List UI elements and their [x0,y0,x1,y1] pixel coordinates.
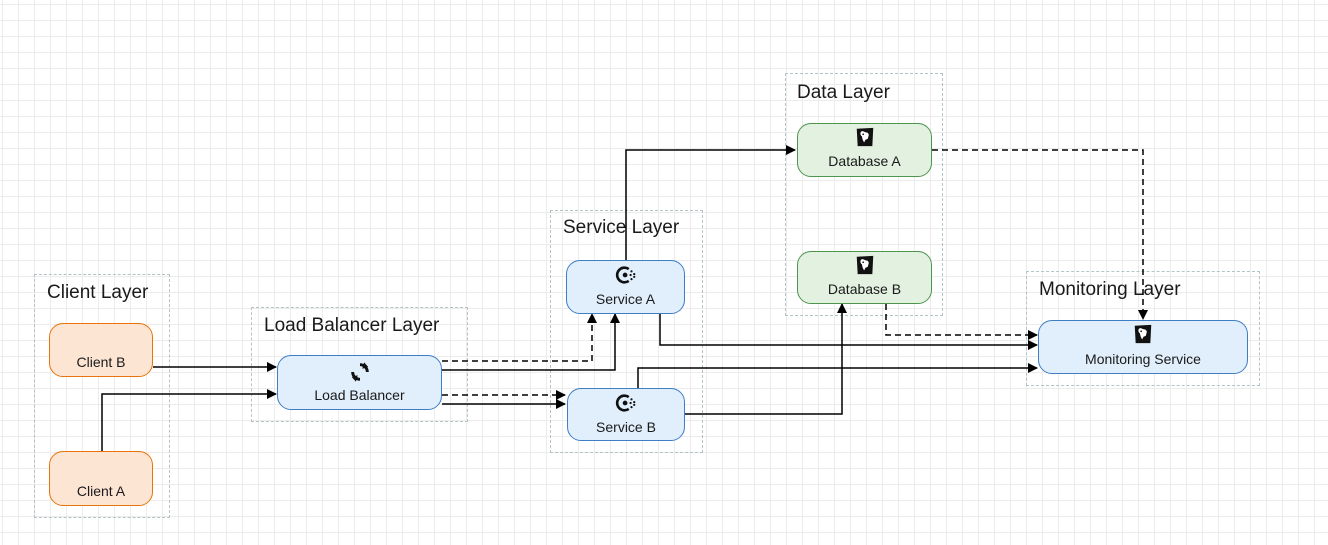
service-a-node[interactable]: Service A [566,260,685,314]
load-balancer-node[interactable]: Load Balancer [277,355,442,410]
consul-icon [615,394,636,412]
client-b-label: Client B [76,354,126,370]
edge-service-a-to-database-a [625,145,796,261]
datadog-icon [856,127,873,147]
service-b-label: Service B [596,419,656,435]
load-balancer-layer-group [251,307,468,422]
edge-client-a-to-load-balancer [101,389,277,451]
monitoring-layer-label: Monitoring Layer [1039,279,1181,300]
client-a-node[interactable]: Client A [49,451,153,506]
load-balancer-label: Load Balancer [314,387,405,403]
datadog-icon [856,255,873,275]
data-layer-label: Data Layer [797,82,890,103]
database-a-label: Database A [828,153,901,169]
data-layer-group [785,73,943,316]
database-a-node[interactable]: Database A [797,123,932,177]
edge-service-b-to-database-b [685,303,847,415]
service-b-node[interactable]: Service B [567,388,685,441]
edge-database-a-to-monitoring [932,149,1148,320]
client-b-node[interactable]: Client B [49,323,153,377]
load-balancer-layer-label: Load Balancer Layer [264,315,440,336]
service-layer-label: Service Layer [563,217,680,238]
client-layer-group [34,274,170,518]
refresh-arrows-icon [350,362,369,382]
service-a-label: Service A [595,291,656,307]
datadog-icon [1134,324,1152,344]
edge-database-b-to-monitoring [885,304,1038,340]
monitoring-service-node[interactable]: Monitoring Service [1038,320,1248,374]
edge-load-balancer-to-service-a [442,313,620,371]
edge-service-a-to-monitoring [659,314,1038,350]
edge-load-balancer-to-service-a-dashed [442,313,597,362]
client-layer-label: Client Layer [47,282,149,303]
client-a-label: Client A [76,483,126,499]
database-b-node[interactable]: Database B [797,251,932,304]
edge-service-b-to-monitoring [637,363,1038,388]
monitoring-service-label: Monitoring Service [1085,351,1201,367]
database-b-label: Database B [827,281,902,297]
consul-icon [615,266,635,284]
